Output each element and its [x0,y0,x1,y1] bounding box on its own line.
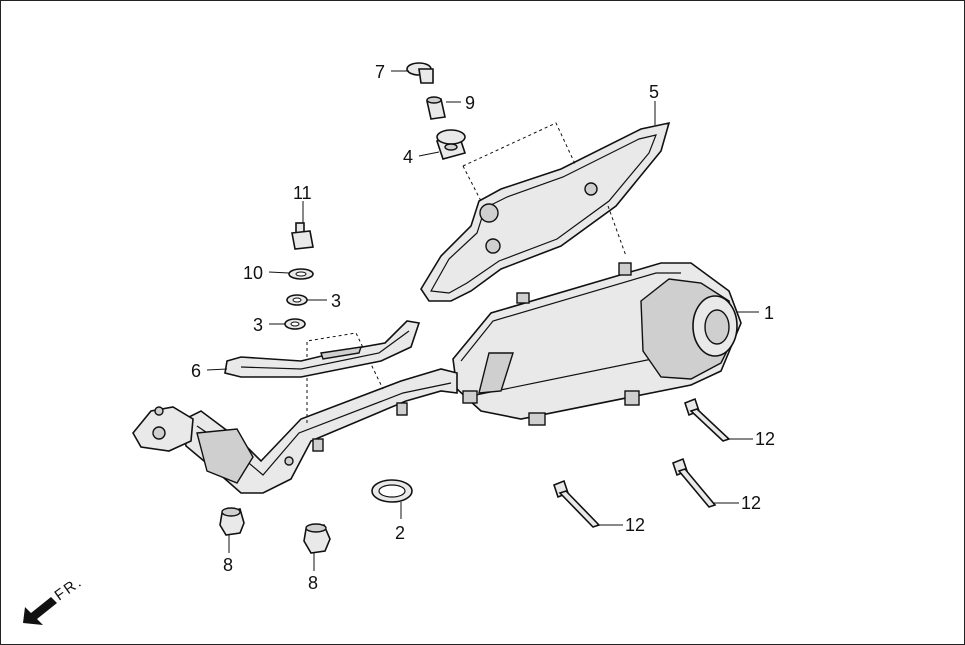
callout-3-lower: 3 [253,315,263,335]
callout-12-lower-right: 12 [741,493,761,513]
gasket-part-2 [371,479,413,503]
callout-5: 5 [649,82,659,102]
rubber-mount-part-4 [435,129,467,160]
exhaust-pipe [132,368,458,494]
long-bolt-part-12-lower-left [553,479,601,528]
callout-7: 7 [375,62,385,82]
washer-part-3-lower [284,318,306,330]
long-bolt-part-12-upper [684,397,731,442]
callout-2: 2 [395,523,405,543]
callout-6: 6 [191,361,201,381]
pipe-protector-part-6 [224,320,421,378]
callout-3-upper: 3 [331,291,341,311]
callout-1: 1 [764,303,774,323]
leader-lines [206,70,759,571]
callout-labels: 1 2 3 3 4 5 6 7 8 8 9 10 11 12 12 12 [191,62,775,593]
bolt-part-7 [406,62,434,84]
heat-shield-part-5 [420,121,671,302]
front-direction-label: FR. [52,573,86,604]
flange-bolt-part-11 [291,222,314,250]
collar-part-9 [426,96,446,120]
cap-nut-part-8-right [303,523,331,554]
front-direction-indicator: FR. [23,573,86,625]
callout-8-right: 8 [308,573,318,593]
muffler-part-1 [452,262,742,426]
front-direction-arrow-icon [23,597,57,625]
washer-part-10 [288,268,314,280]
callout-12-upper: 12 [755,429,775,449]
callout-10: 10 [243,263,263,283]
long-bolt-part-12-lower-right [672,457,717,508]
callout-8-left: 8 [223,555,233,575]
callout-12-lower-left: 12 [625,515,645,535]
callout-4: 4 [403,147,413,167]
washer-part-3-upper [286,294,308,306]
callout-9: 9 [465,93,475,113]
callout-11: 11 [293,183,312,203]
cap-nut-part-8-left [219,507,245,536]
